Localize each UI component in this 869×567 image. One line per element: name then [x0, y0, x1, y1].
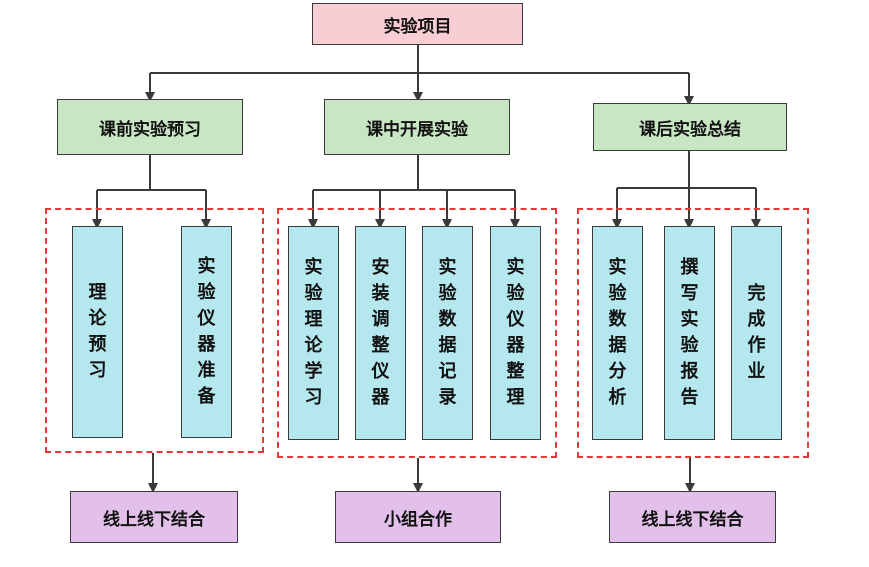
task-label: 安装调整仪器: [371, 257, 390, 408]
group-in-class: [277, 208, 557, 458]
mode-in-class: 小组合作: [335, 491, 501, 543]
task-box: 撰写实验报告: [664, 226, 715, 440]
task-label: 实验仪器准备: [197, 256, 216, 407]
task-label: 实验数据分析: [608, 257, 627, 408]
group-post-class: [577, 208, 809, 458]
task-label: 实验数据记录: [438, 257, 457, 408]
task-box: 实验理论学习: [288, 226, 339, 440]
task-box: 实验数据记录: [422, 226, 473, 440]
task-box: 实验仪器准备: [181, 226, 232, 438]
task-label: 理论预习: [88, 282, 107, 381]
task-label: 实验理论学习: [304, 257, 323, 408]
mode-post-class: 线上线下结合: [609, 491, 776, 543]
task-label: 实验仪器整理: [506, 257, 525, 408]
phase-post-class: 课后实验总结: [593, 103, 787, 151]
task-box: 实验数据分析: [592, 226, 643, 440]
group-pre-class: [45, 208, 264, 453]
mode-pre-class: 线上线下结合: [70, 491, 238, 543]
task-box: 安装调整仪器: [355, 226, 406, 440]
root-node: 实验项目: [312, 3, 523, 45]
task-label: 撰写实验报告: [680, 257, 699, 408]
phase-pre-class: 课前实验预习: [57, 99, 243, 155]
task-box: 理论预习: [72, 226, 123, 438]
phase-in-class: 课中开展实验: [324, 99, 510, 155]
task-label: 完成作业: [747, 283, 766, 382]
task-box: 实验仪器整理: [490, 226, 541, 440]
task-box: 完成作业: [731, 226, 782, 440]
